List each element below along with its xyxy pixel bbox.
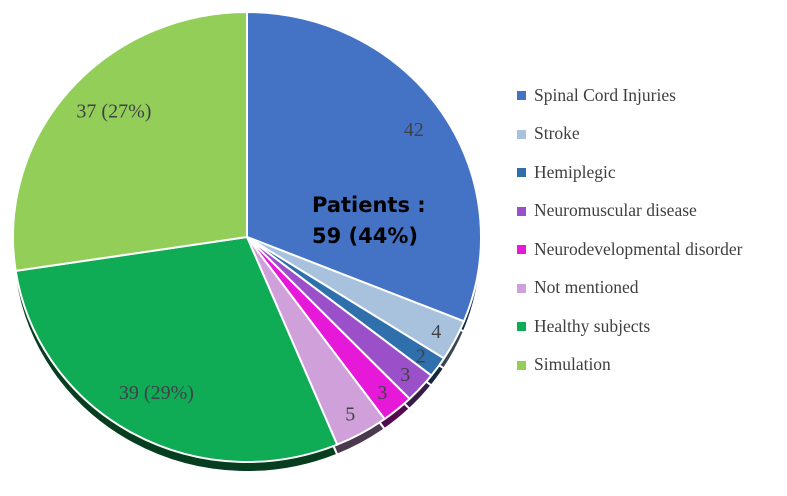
pie-slices bbox=[12, 11, 482, 463]
legend-item-spinal-cord-injuries: Spinal Cord Injuries bbox=[517, 84, 783, 106]
legend-item-healthy-subjects: Healthy subjects bbox=[517, 315, 783, 337]
pie-value-label: 3 bbox=[400, 364, 410, 386]
center-callout-line1: Patients : bbox=[312, 193, 426, 217]
pie-slice-simulation bbox=[12, 11, 248, 272]
legend-swatch-icon bbox=[517, 245, 526, 254]
legend-item-stroke: Stroke bbox=[517, 123, 783, 145]
legend-label: Stroke bbox=[534, 123, 580, 143]
pie-slice-spinal-cord-injuries bbox=[246, 11, 482, 323]
legend-swatch-icon bbox=[517, 360, 526, 370]
center-callout-line2: 59 (44%) bbox=[312, 224, 418, 248]
legend-item-hemiplegic: Hemiplegic bbox=[517, 161, 783, 183]
pie-value-label: 4 bbox=[431, 321, 441, 343]
pie-value-label: 42 bbox=[404, 119, 424, 141]
pie-value-label: 2 bbox=[416, 345, 426, 367]
legend-label: Spinal Cord Injuries bbox=[534, 84, 676, 105]
legend-label: Neurodevelopmental disorder bbox=[534, 238, 743, 259]
legend-label: Neuromuscular disease bbox=[534, 200, 697, 220]
legend-label: Healthy subjects bbox=[534, 315, 651, 336]
legend: Spinal Cord Injuries Stroke Hemiplegic N… bbox=[517, 84, 783, 392]
legend-item-not-mentioned: Not mentioned bbox=[517, 277, 783, 299]
pie-value-label: 37 (27%) bbox=[76, 101, 151, 123]
pie-value-label: 39 (29%) bbox=[119, 382, 194, 404]
legend-item-simulation: Simulation bbox=[517, 354, 783, 376]
legend-item-neuromuscular-disease: Neuromuscular disease bbox=[517, 200, 783, 222]
pie-value-label: 5 bbox=[345, 404, 355, 426]
legend-swatch-icon bbox=[517, 91, 526, 100]
legend-item-neurodevelopmental-disorder: Neurodevelopmental disorder bbox=[517, 238, 783, 260]
legend-swatch-icon bbox=[517, 322, 526, 331]
legend-swatch-icon bbox=[517, 206, 526, 216]
legend-swatch-icon bbox=[517, 168, 526, 177]
pie-value-label: 3 bbox=[377, 382, 387, 404]
center-callout: Patients : 59 (44%) bbox=[312, 190, 512, 252]
pie-slice-healthy-subjects bbox=[14, 236, 339, 463]
legend-swatch-icon bbox=[517, 129, 526, 139]
legend-label: Not mentioned bbox=[534, 277, 639, 297]
legend-swatch-icon bbox=[517, 283, 526, 293]
legend-label: Simulation bbox=[534, 354, 611, 374]
legend-label: Hemiplegic bbox=[534, 161, 616, 182]
